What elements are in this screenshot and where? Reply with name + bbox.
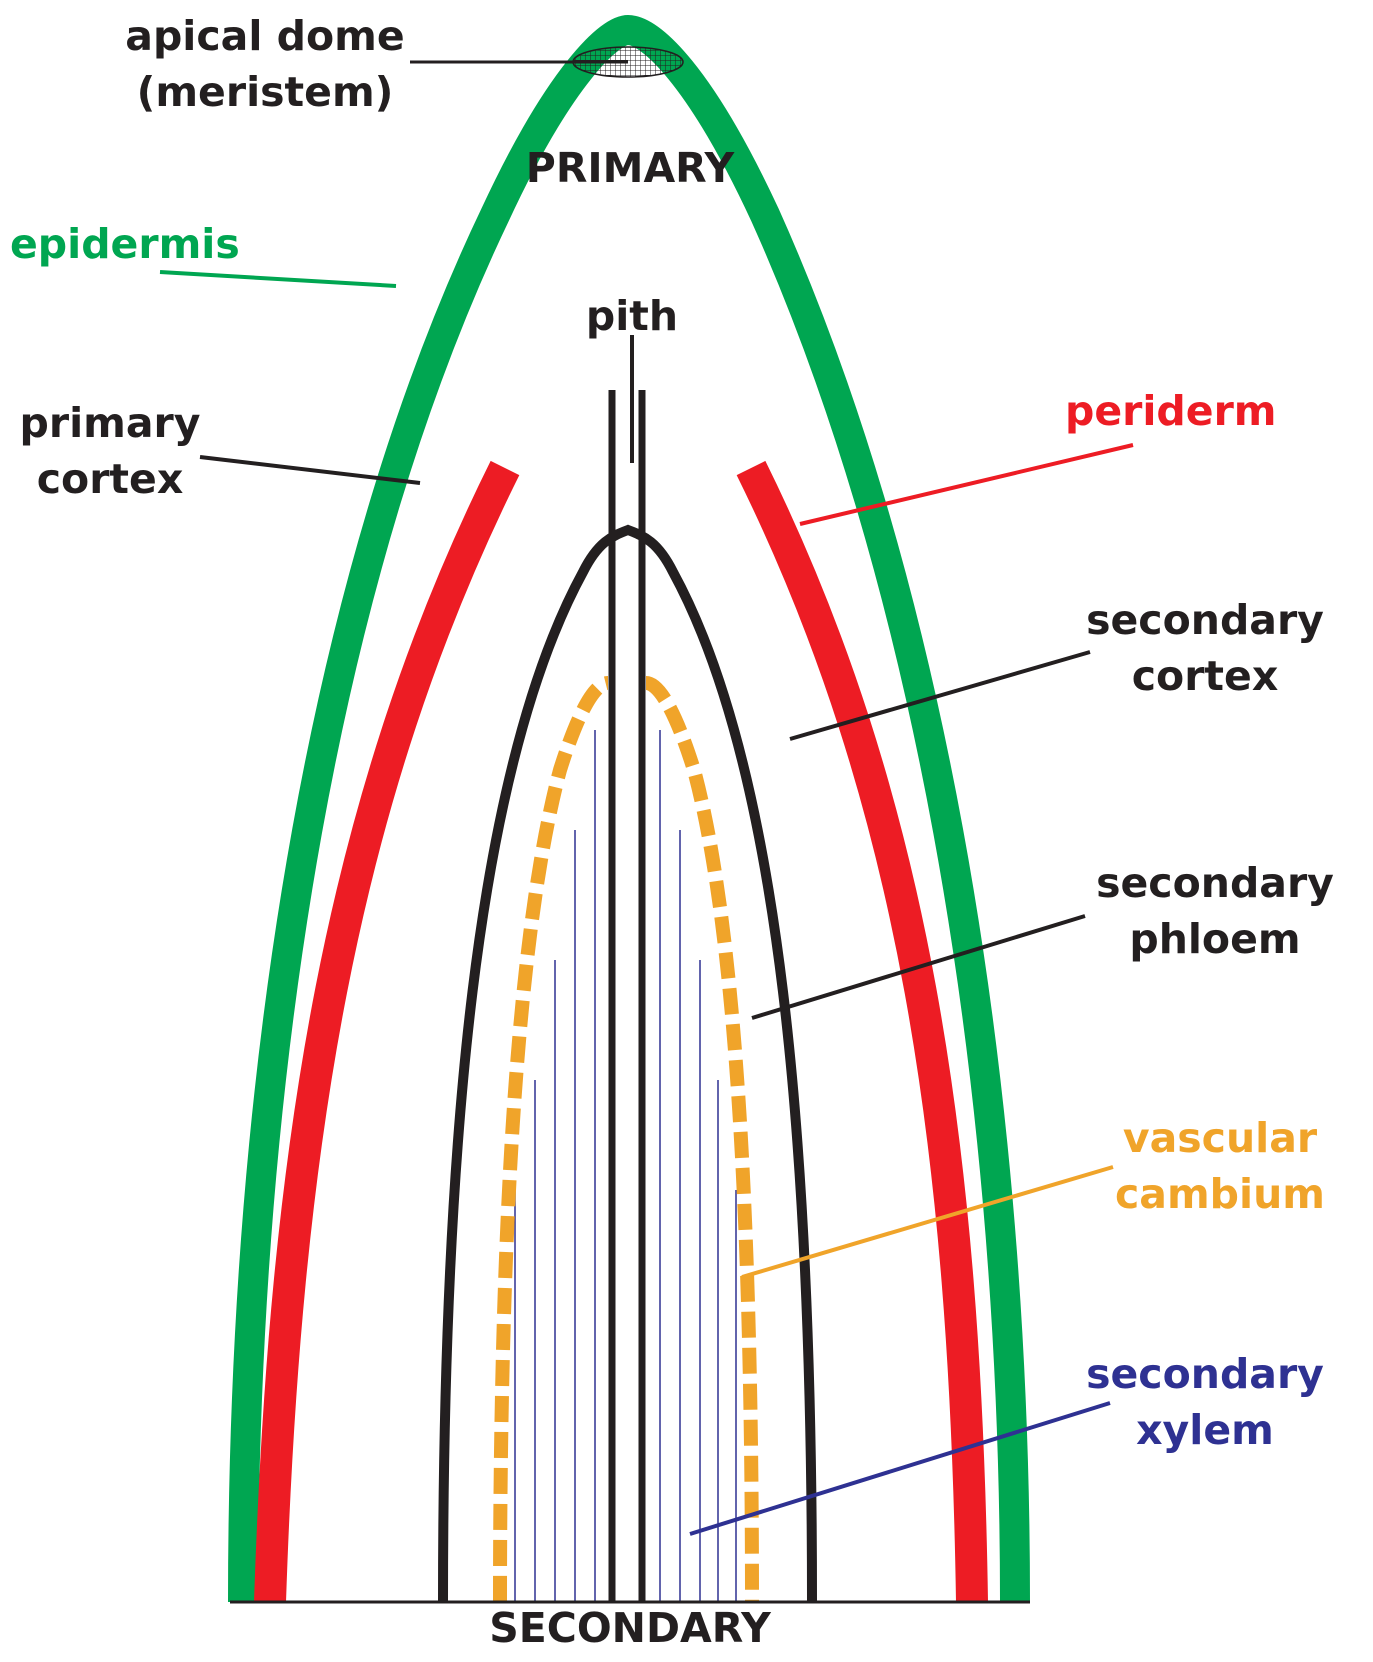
label-periderm: periderm bbox=[1065, 383, 1277, 439]
secondary-xylem-line1: secondary bbox=[1065, 1346, 1345, 1402]
secondary-cortex-line1: secondary bbox=[1065, 592, 1345, 648]
zone-secondary-text: SECONDARY bbox=[430, 1600, 830, 1656]
secondary-xylem-line2: xylem bbox=[1065, 1402, 1345, 1458]
label-vascular-cambium: vascular cambium bbox=[1090, 1110, 1350, 1222]
zone-primary-text: PRIMARY bbox=[495, 140, 765, 196]
vascular-cambium-layer bbox=[500, 683, 752, 1602]
label-epidermis: epidermis bbox=[10, 216, 240, 272]
primary-cortex-line1: primary bbox=[5, 395, 215, 451]
primary-cortex-line2: cortex bbox=[5, 451, 215, 507]
zone-primary-label: PRIMARY bbox=[495, 140, 765, 196]
secondary-cortex-line2: cortex bbox=[1065, 648, 1345, 704]
periderm-text: periderm bbox=[1065, 383, 1277, 439]
label-apical-dome: apical dome (meristem) bbox=[100, 8, 430, 120]
zone-secondary-label: SECONDARY bbox=[430, 1600, 830, 1656]
label-secondary-cortex: secondary cortex bbox=[1065, 592, 1345, 704]
vascular-cambium-line2: cambium bbox=[1090, 1166, 1350, 1222]
apical-dome-line2: (meristem) bbox=[100, 64, 430, 120]
secondary-phloem-line2: phloem bbox=[1075, 911, 1355, 967]
vascular-cambium-line1: vascular bbox=[1090, 1110, 1350, 1166]
secondary-xylem-lines bbox=[515, 730, 736, 1602]
label-primary-cortex: primary cortex bbox=[5, 395, 215, 507]
epidermis-text: epidermis bbox=[10, 216, 240, 272]
pith-text: pith bbox=[572, 288, 692, 344]
label-pith: pith bbox=[572, 288, 692, 344]
leader-epidermis bbox=[160, 272, 396, 286]
secondary-phloem-line1: secondary bbox=[1075, 855, 1355, 911]
label-secondary-phloem: secondary phloem bbox=[1075, 855, 1355, 967]
apical-dome-line1: apical dome bbox=[100, 8, 430, 64]
label-secondary-xylem: secondary xylem bbox=[1065, 1346, 1345, 1458]
